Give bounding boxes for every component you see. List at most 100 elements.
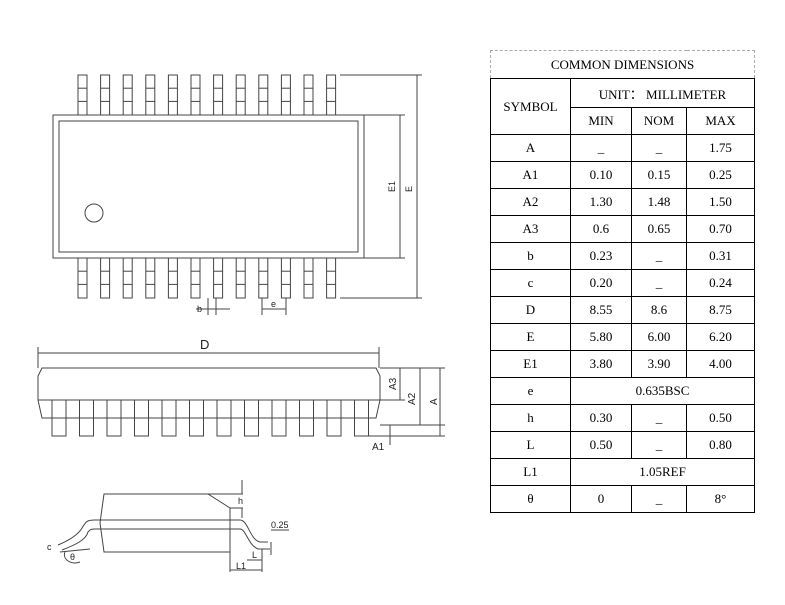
top-pin (303, 74, 314, 116)
symbol-cell: c (490, 269, 571, 297)
min-cell: 0.6 (570, 215, 632, 243)
max-cell: 4.00 (686, 350, 755, 378)
lead-detail-view: h 0.25 L L1 c θ (47, 480, 289, 572)
symbol-cell: A2 (490, 188, 571, 216)
nom-cell: _ (631, 269, 687, 297)
min-cell: 0.20 (570, 269, 632, 297)
side-pin (244, 399, 259, 437)
bottom-pin (167, 257, 178, 299)
nom-cell: _ (631, 404, 687, 432)
symbol-cell: h (490, 404, 571, 432)
symbol-cell: A3 (490, 215, 571, 243)
top-pin (326, 74, 337, 116)
label-e: E (404, 186, 414, 192)
nom-cell: _ (631, 485, 687, 513)
min-cell: 0.23 (570, 242, 632, 270)
min-cell: _ (570, 134, 632, 162)
col-min: MIN (570, 107, 632, 135)
bottom-pin (258, 257, 269, 299)
max-cell: 1.50 (686, 188, 755, 216)
side-pin (326, 399, 342, 437)
top-pin (77, 74, 88, 116)
label-l1: L1 (236, 561, 246, 571)
col-nom: NOM (631, 107, 687, 135)
label-l: L (252, 550, 257, 560)
theta-arc (63, 551, 81, 564)
bottom-pin (190, 257, 201, 299)
label-b: b (197, 304, 202, 314)
min-cell: 0.30 (570, 404, 632, 432)
symbol-cell: D (490, 296, 571, 324)
side-pin (189, 399, 204, 437)
side-pin (161, 399, 177, 437)
max-cell: 0.80 (686, 431, 755, 459)
side-pin (79, 399, 94, 437)
nom-cell: 6.00 (631, 323, 687, 351)
max-cell: 0.31 (686, 242, 755, 270)
label-e1: E1 (387, 181, 397, 192)
bottom-pin (326, 257, 337, 299)
symbol-cell: L1 (490, 458, 571, 486)
bottom-pin (77, 257, 88, 299)
max-cell: 0.24 (686, 269, 755, 297)
min-cell: 0.10 (570, 161, 632, 189)
symbol-cell: A1 (490, 161, 571, 189)
symbol-cell: E1 (490, 350, 571, 378)
symbol-header: SYMBOL (490, 78, 571, 135)
bottom-pin (303, 257, 314, 299)
nom-cell: _ (631, 431, 687, 459)
pin1-marker (84, 203, 104, 223)
symbol-cell: θ (490, 485, 571, 513)
nom-cell: 0.15 (631, 161, 687, 189)
value-cell: 0.635BSC (570, 377, 755, 405)
label-h: h (238, 496, 243, 506)
label-a3: A3 (388, 377, 399, 390)
label-pitch-e: e (271, 299, 276, 309)
side-pin (134, 399, 149, 437)
max-cell: 1.75 (686, 134, 755, 162)
label-a1: A1 (372, 442, 385, 453)
lead-lower (61, 528, 270, 551)
value-cell: 1.05REF (570, 458, 755, 486)
label-c: c (47, 542, 52, 552)
bottom-pin (122, 257, 133, 299)
min-cell: 5.80 (570, 323, 632, 351)
label-theta: θ (70, 552, 75, 562)
top-pin (190, 74, 201, 116)
min-cell: 1.30 (570, 188, 632, 216)
package-body-side (37, 367, 381, 419)
max-cell: 6.20 (686, 323, 755, 351)
bottom-pin (213, 257, 224, 299)
label-a2: A2 (407, 392, 418, 405)
bottom-pin (145, 257, 156, 299)
label-a: A (429, 398, 440, 405)
label-d: D (200, 337, 209, 352)
nom-cell: _ (631, 242, 687, 270)
table-title: COMMON DIMENSIONS (490, 50, 755, 79)
symbol-cell: E (490, 323, 571, 351)
nom-cell: 0.65 (631, 215, 687, 243)
lead-upper (57, 519, 268, 546)
symbol-cell: L (490, 431, 571, 459)
min-cell: 0.50 (570, 431, 632, 459)
top-view: E1 E b e (52, 74, 422, 315)
min-cell: 3.80 (570, 350, 632, 378)
max-cell: 0.50 (686, 404, 755, 432)
side-pin (106, 399, 122, 437)
side-pin (271, 399, 287, 437)
package-body-inner (58, 120, 359, 253)
bottom-pin (100, 257, 111, 299)
package-body-top (52, 114, 365, 259)
top-pin (145, 74, 156, 116)
